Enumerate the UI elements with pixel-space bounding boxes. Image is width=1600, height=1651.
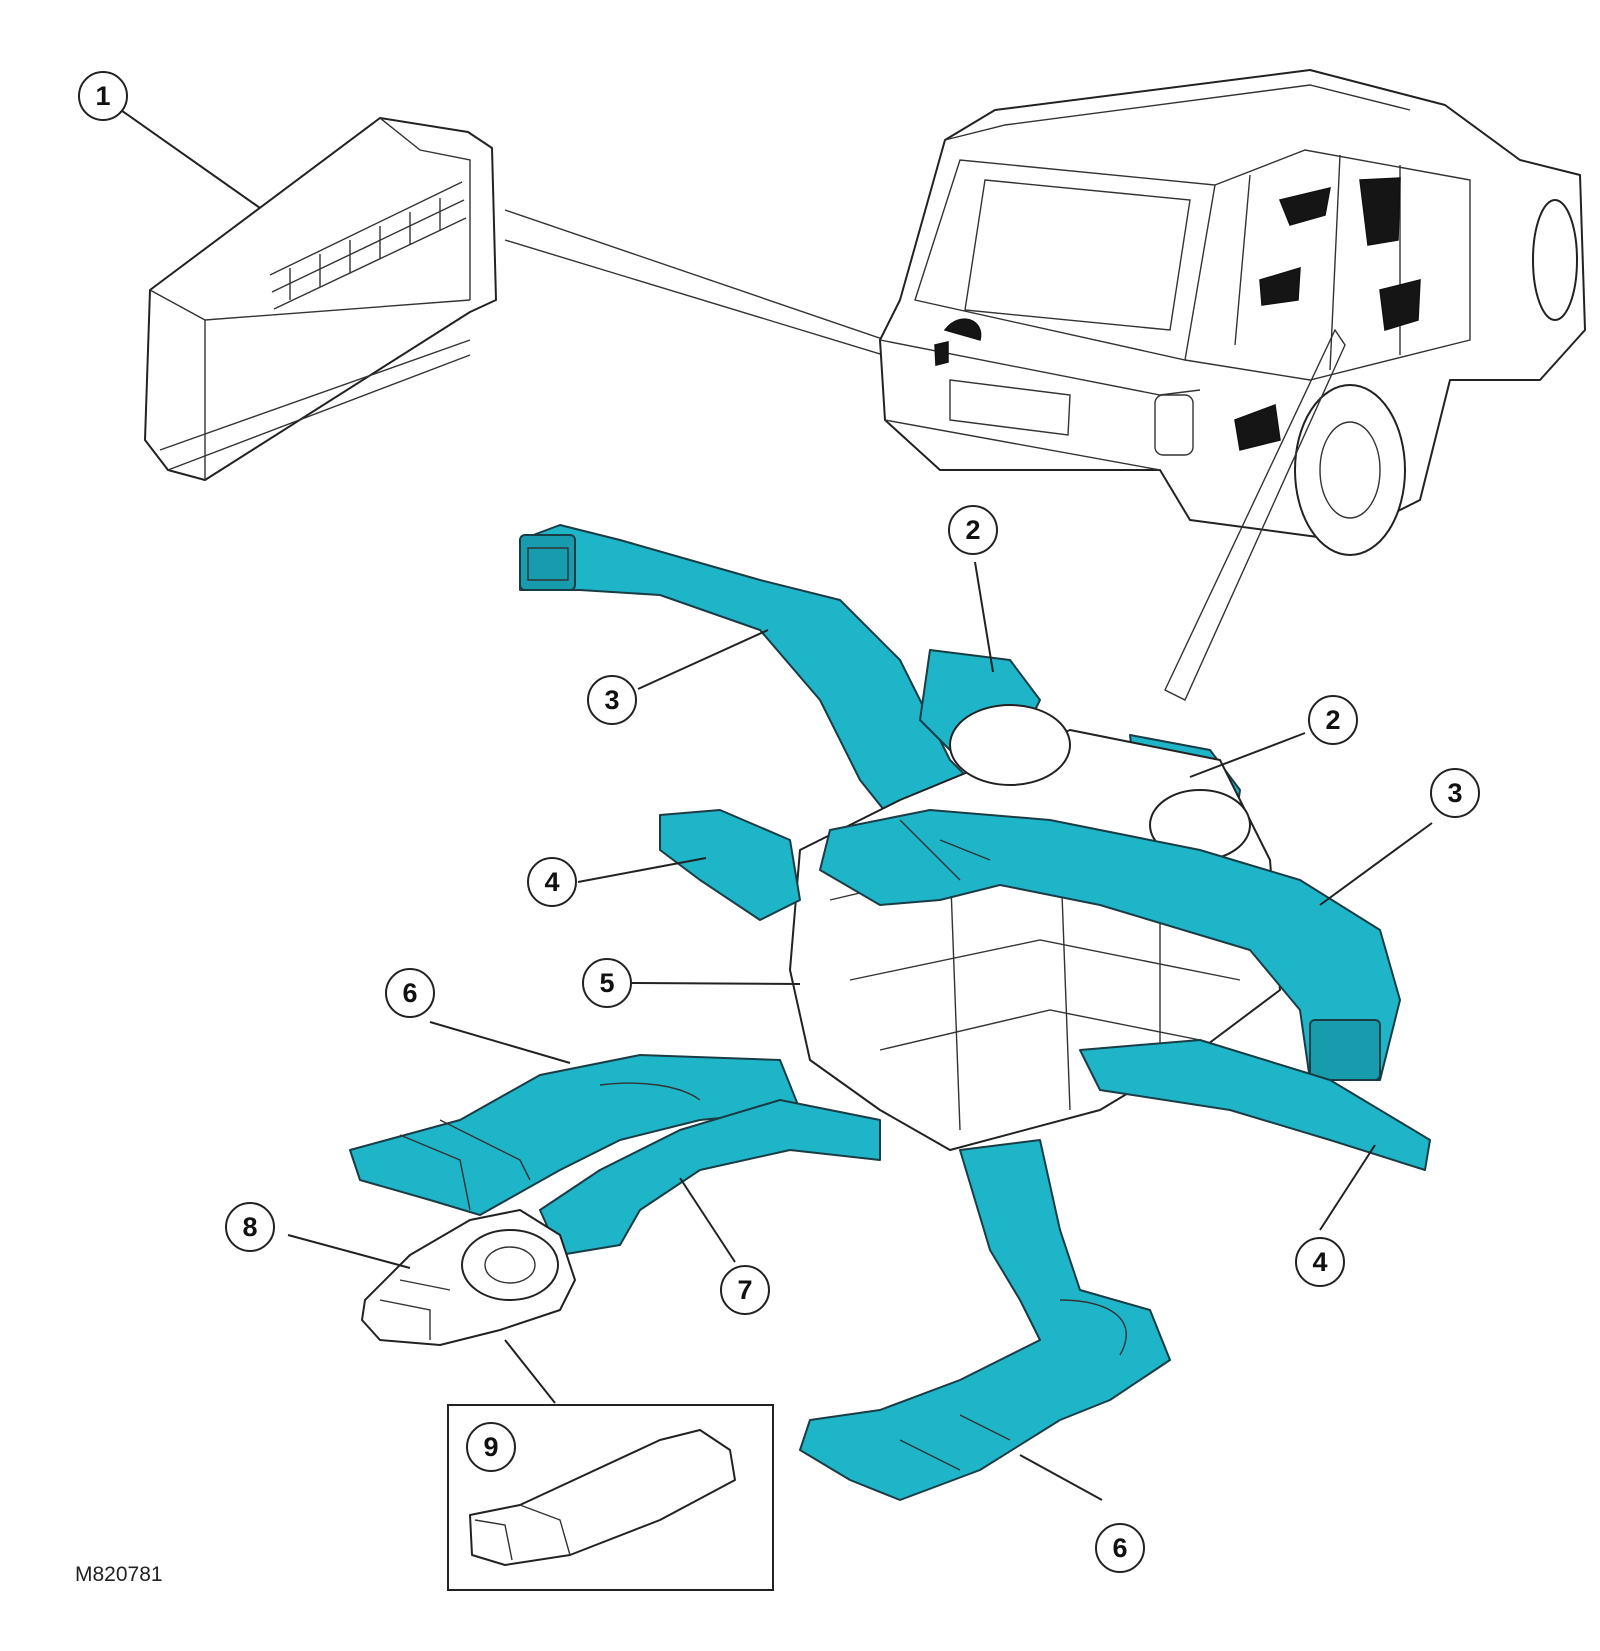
callout-circle <box>466 1422 516 1472</box>
callout-circle <box>1095 1523 1145 1573</box>
callout-c6b: 6 <box>1095 1523 1145 1573</box>
leader-2a <box>974 561 994 673</box>
leader-3a <box>637 629 769 690</box>
leader-lines <box>117 107 1433 1501</box>
part-1-cover <box>144 117 497 481</box>
callout-circle <box>1430 768 1480 818</box>
callout-label: 6 <box>1112 1533 1127 1563</box>
leader-6b <box>1019 1454 1103 1501</box>
callout-circle <box>948 505 998 555</box>
cover-grille <box>269 181 467 310</box>
callout-label: 6 <box>402 978 417 1008</box>
vehicle-outline <box>879 69 1586 701</box>
reference-code: M820781 <box>75 1563 163 1586</box>
callout-c8: 8 <box>225 1202 275 1252</box>
leader-9 <box>504 1339 556 1404</box>
callout-label: 8 <box>242 1212 257 1242</box>
callout-c7: 7 <box>720 1265 770 1315</box>
leader-1 <box>117 107 261 209</box>
callout-label: 4 <box>544 867 559 897</box>
callout-circle <box>78 71 128 121</box>
callout-c4b: 4 <box>1295 1237 1345 1287</box>
duct-part-6-right <box>799 1139 1171 1501</box>
callout-label: 7 <box>737 1275 752 1305</box>
callout-circle <box>587 675 637 725</box>
leader-7 <box>679 1177 736 1263</box>
duct-part-4-left <box>659 809 801 921</box>
callout-label: 4 <box>1312 1247 1327 1277</box>
callout-circle <box>527 857 577 907</box>
leader-4a <box>577 857 707 883</box>
leader-2b <box>1189 732 1306 778</box>
callout-circle <box>720 1265 770 1315</box>
callout-c9: 9 <box>466 1422 516 1472</box>
leader-8 <box>287 1234 411 1269</box>
leader-part1-vehicle-a <box>504 209 901 346</box>
callout-circle <box>1308 695 1358 745</box>
callout-c2b: 2 <box>1308 695 1358 745</box>
duct-outlet-3-left <box>519 534 576 591</box>
ducting <box>349 524 1431 1501</box>
callout-c5: 5 <box>582 958 632 1008</box>
callouts: 1 2 2 3 3 4 4 5 6 6 7 8 9 <box>78 71 1480 1573</box>
leader-3b <box>1319 822 1433 906</box>
callout-circle <box>225 1202 275 1252</box>
callout-label: 5 <box>599 968 614 998</box>
leader-part1-vehicle-b <box>504 239 901 361</box>
duct-part-4-right <box>1079 1039 1431 1171</box>
callout-label: 3 <box>604 685 619 715</box>
callout-label: 3 <box>1447 778 1462 808</box>
part-8-blower-unit <box>361 1209 576 1346</box>
callout-label: 2 <box>1325 705 1340 735</box>
leader-5 <box>631 982 801 985</box>
callout-c3b: 3 <box>1430 768 1480 818</box>
callout-circle <box>582 958 632 1008</box>
callout-c4a: 4 <box>527 857 577 907</box>
duct-part-7 <box>539 1099 881 1256</box>
callout-label: 1 <box>95 81 110 111</box>
callout-c1: 1 <box>78 71 128 121</box>
callout-c6a: 6 <box>385 968 435 1018</box>
part-9-inset <box>447 1404 774 1591</box>
callout-c2a: 2 <box>948 505 998 555</box>
duct-outlet-3-right <box>1309 1019 1381 1081</box>
callout-label: 9 <box>483 1432 498 1462</box>
callout-circle <box>1295 1237 1345 1287</box>
callout-label: 2 <box>965 515 980 545</box>
callout-circle <box>385 968 435 1018</box>
callout-c3a: 3 <box>587 675 637 725</box>
leader-6a <box>429 1021 571 1064</box>
leader-4b <box>1319 1144 1376 1231</box>
part-9-duct <box>469 1429 736 1566</box>
